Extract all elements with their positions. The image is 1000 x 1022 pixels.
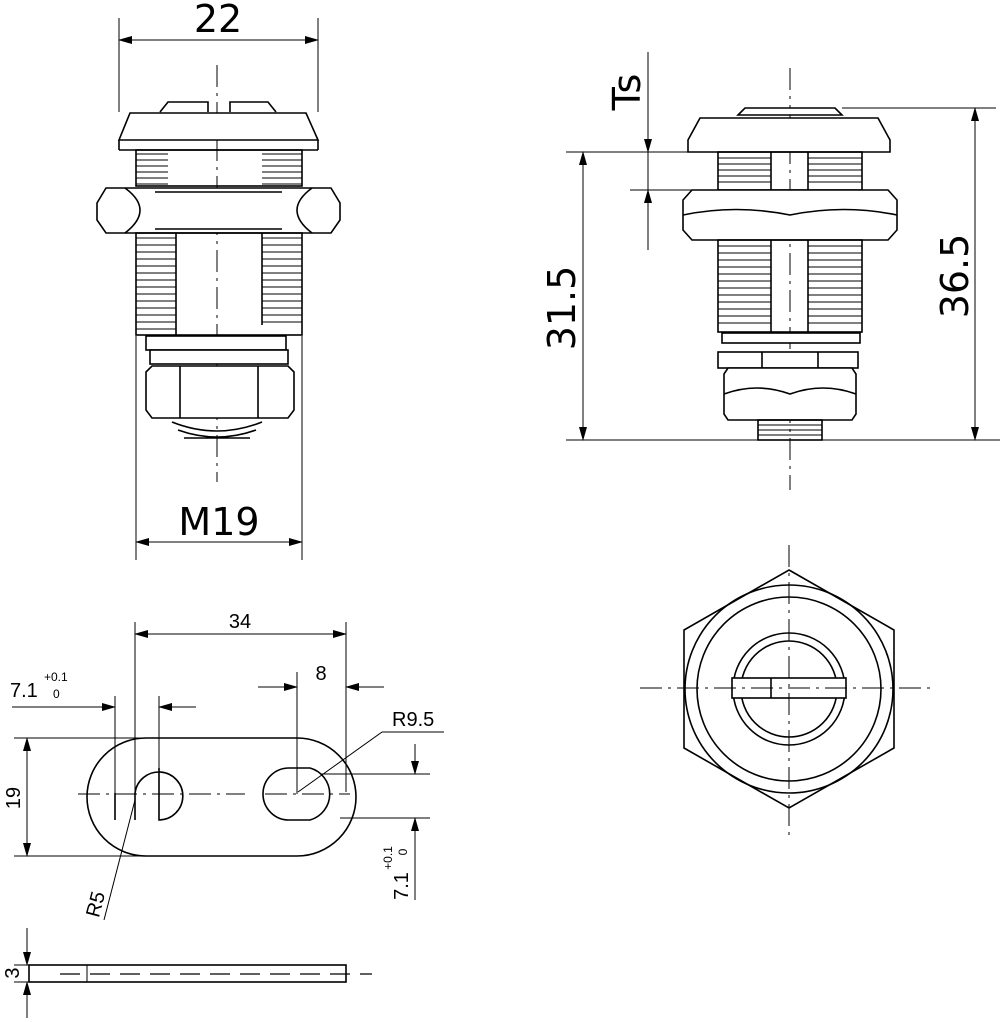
side-view bbox=[682, 68, 898, 490]
dim-hole-right-tol-upper: +0.1 bbox=[381, 846, 395, 870]
dim-ts: Ts bbox=[566, 52, 718, 250]
dim-ts-label: Ts bbox=[605, 74, 649, 112]
dim-hole-right: 7.1 bbox=[391, 872, 413, 900]
dim-31-5: 31.5 bbox=[540, 151, 1000, 441]
dim-36-5: 36.5 bbox=[842, 107, 996, 441]
end-view bbox=[640, 545, 935, 840]
cam-plate bbox=[78, 737, 357, 857]
dim-length-long: 36.5 bbox=[933, 234, 977, 319]
dim-7-1-right: 7.1 +0.1 0 bbox=[320, 744, 430, 900]
dim-cam-length: 34 bbox=[229, 611, 251, 633]
dim-8: 8 bbox=[258, 663, 384, 794]
dim-radius-large: R9.5 bbox=[392, 709, 434, 731]
dim-34: 34 bbox=[134, 611, 347, 793]
dim-radius-small: R5 bbox=[82, 889, 110, 919]
dim-r9-5: R9.5 bbox=[297, 709, 444, 793]
dim-cam-height: 19 bbox=[3, 787, 25, 809]
dim-r5: R5 bbox=[82, 799, 136, 921]
dim-cam-thickness: 3 bbox=[2, 967, 24, 978]
dim-thread: M19 bbox=[178, 500, 259, 544]
dim-length-short: 31.5 bbox=[540, 266, 584, 351]
dim-22: 22 bbox=[118, 0, 319, 112]
dim-slot-width: 8 bbox=[315, 663, 326, 685]
cam-side-view: 3 bbox=[2, 928, 372, 1018]
dim-hole-left-tol-upper: +0.1 bbox=[44, 670, 68, 684]
front-view bbox=[96, 65, 341, 482]
dim-top-width: 22 bbox=[194, 0, 242, 41]
dim-hole-left-tol-lower: 0 bbox=[53, 687, 60, 701]
dim-hole-left: 7.1 bbox=[10, 680, 38, 702]
dim-hole-right-tol-lower: 0 bbox=[396, 848, 410, 855]
dim-m19: M19 bbox=[135, 336, 303, 560]
dim-19: 19 bbox=[3, 737, 146, 857]
dim-7-1-left: 7.1 +0.1 0 bbox=[10, 670, 196, 820]
